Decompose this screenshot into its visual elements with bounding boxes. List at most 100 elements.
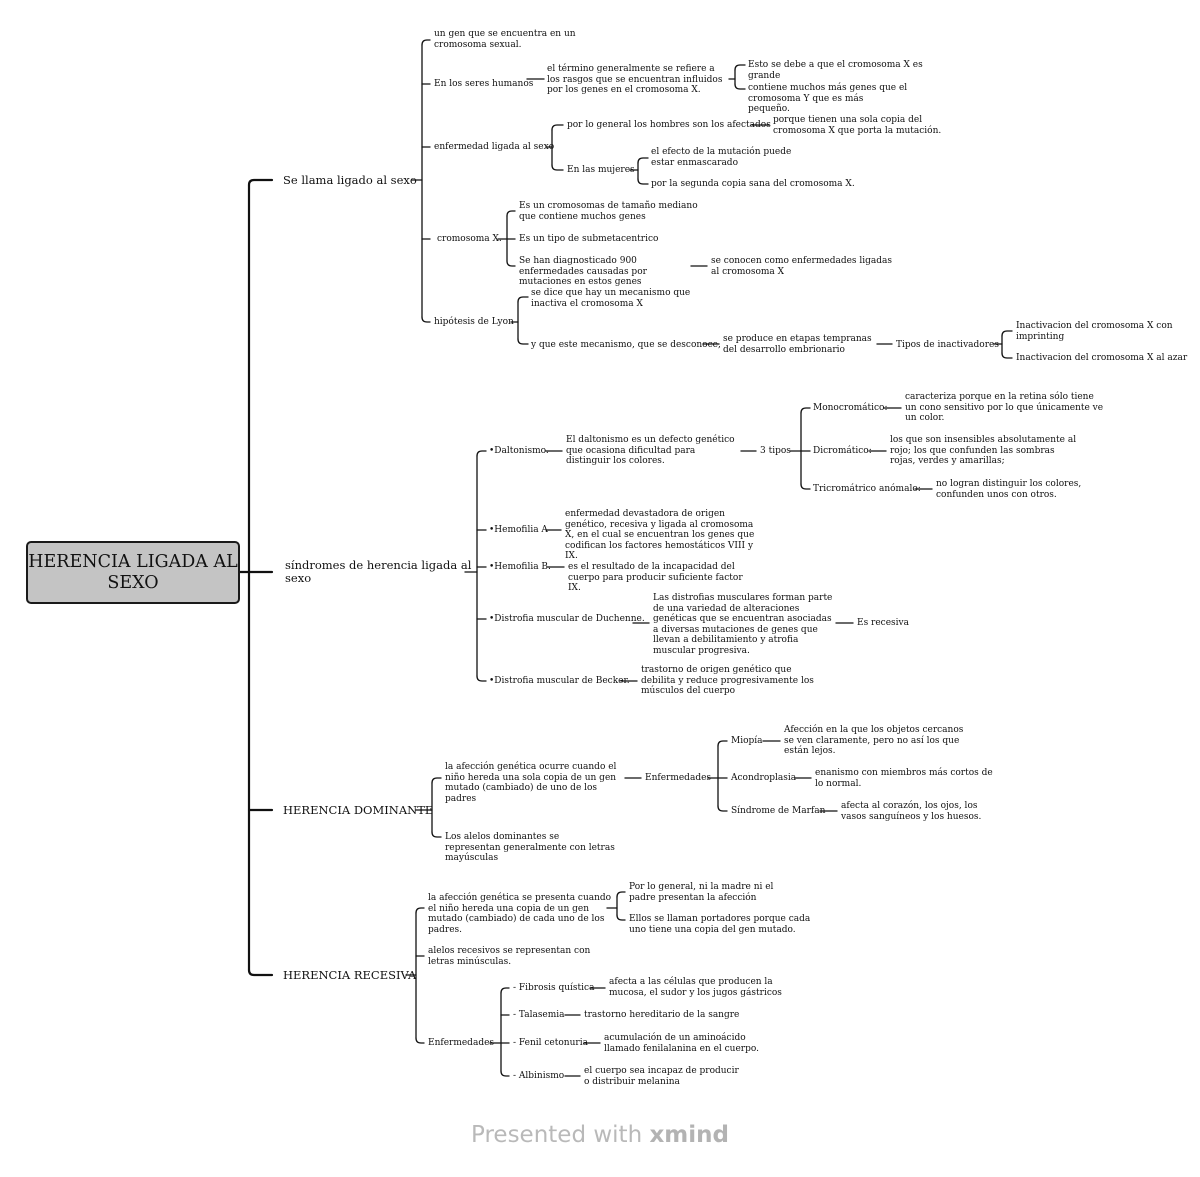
topic-hemofilia-b[interactable]: •Hemofilia B. [489,562,551,572]
topic-miopia[interactable]: Miopía [731,736,763,746]
connector-line [247,968,274,977]
topic-madre-padre[interactable]: Por lo general, ni la madre ni el padre … [629,882,774,903]
topic-talasemia[interactable]: - Talasemia [513,1010,565,1020]
connector-line [421,39,431,46]
topic-hemofilia-a[interactable]: •Hemofilia A [489,525,548,535]
topic-segunda-copia[interactable]: por la segunda copia sana del cromosoma … [651,179,855,189]
topic-portadores[interactable]: Ellos se llaman portadores porque cada u… [629,914,811,935]
topic-fibrosis-def[interactable]: afecta a las células que producen la muc… [609,977,782,998]
topic-monocromatico[interactable]: Monocromático: [813,403,888,413]
topic-tricromatico[interactable]: Tricromátrico anómalo: [813,484,921,494]
xmind-watermark: Presented with xmind [0,1122,1200,1148]
topic-es-recesiva[interactable]: Es recesiva [857,618,909,628]
topic-dalt-def[interactable]: El daltonismo es un defecto genético que… [566,435,735,466]
connector-line [616,891,626,898]
connector-line [506,260,516,267]
topic-tamano[interactable]: Es un cromosomas de tamaño mediano que c… [519,201,698,222]
topic-marfan[interactable]: Síndrome de Marfan [731,806,826,816]
topic-duchenne[interactable]: •Distrofia muscular de Duchenne. [489,614,645,624]
topic-dominante[interactable]: HERENCIA DOMINANTE [283,803,434,817]
connector-line [517,338,529,345]
topic-dicromatico[interactable]: Dicromático: [813,446,872,456]
topic-enfermedad[interactable]: enfermedad ligada al sexo [434,142,555,152]
topic-daltonismo[interactable]: •Daltonismo. [489,446,549,456]
topic-fenil[interactable]: - Fenil cetonuria [513,1038,588,1048]
topic-rec-enfermedades[interactable]: Enfermedades [428,1038,495,1048]
connector-line [431,831,442,838]
topic-tipos-inactivadores[interactable]: Tipos de inactivadores [896,340,999,350]
topic-fibrosis[interactable]: - Fibrosis quística [513,983,595,993]
root-topic[interactable]: HERENCIA LIGADA AL SEXO [26,541,240,604]
connector-line [517,296,529,303]
topic-humanos[interactable]: En los seres humanos [434,79,534,89]
topic-duchenne-def[interactable]: Las distrofias musculares forman parte d… [653,593,833,656]
topic-becker-def[interactable]: trastorno de origen genético que debilit… [641,665,814,696]
topic-marfan-def[interactable]: afecta al corazón, los ojos, los vasos s… [841,801,982,822]
topic-tricro-def[interactable]: no logran distinguir los colores, confun… [936,479,1082,500]
topic-sindromes[interactable]: síndromes de herencia ligada al sexo [285,558,472,585]
connector-line [415,907,425,914]
topic-rec-alelos[interactable]: alelos recesivos se representan con letr… [428,946,591,967]
connector-line [734,83,746,90]
connector-line [717,740,728,747]
topic-hemo-b-def[interactable]: es el resultado de la incapacidad del cu… [568,562,743,593]
topic-dom-afeccion[interactable]: la afección genética ocurre cuando el ni… [445,762,617,804]
topic-grande[interactable]: Esto se debe a que el cromosoma X es gra… [748,60,923,81]
topic-acondro-def[interactable]: enanismo con miembros más cortos de lo n… [815,768,993,789]
connector-line [551,164,564,171]
connector-line [551,124,564,131]
topic-albinismo-def[interactable]: el cuerpo sea incapaz de producir o dist… [584,1066,739,1087]
topic-una-copia[interactable]: porque tienen una sola copia del cromoso… [773,115,942,136]
connector-line [800,407,811,414]
topic-dicro-def[interactable]: los que son insensibles absolutamente al… [890,435,1077,466]
topic-talasemia-def[interactable]: trastorno hereditario de la sangre [584,1010,740,1020]
topic-diagnosticado[interactable]: Se han diagnosticado 900 enfermedades ca… [519,256,647,287]
connector-line [431,777,442,784]
topic-muchos-genes[interactable]: contiene muchos más genes que el cromoso… [748,83,908,114]
connector-line [717,805,728,812]
topic-azar[interactable]: Inactivacion del cromosoma X al azar [1016,353,1188,363]
topic-enmascarado[interactable]: el efecto de la mutación puede estar enm… [651,147,792,168]
topic-mujeres[interactable]: En las mujeres [567,165,635,175]
connector-line [476,675,487,682]
connector-line [1001,330,1013,337]
topic-becker[interactable]: •Distrofia muscular de Becker. [489,676,630,686]
topic-miopia-def[interactable]: Afección en la que los objetos cercanos … [784,725,964,756]
topic-etapas[interactable]: se produce en etapas tempranas del desar… [723,334,872,355]
connector-line [616,914,626,921]
topic-tres-tipos[interactable]: 3 tipos [760,446,791,456]
connector-line [500,987,510,994]
connector-line [637,157,649,164]
topic-recesiva[interactable]: HERENCIA RECESIVA [283,968,417,982]
topic-hemo-a-def[interactable]: enfermedad devastadora de origen genétic… [565,509,755,561]
connector-line [247,178,274,187]
topic-dom-alelos[interactable]: Los alelos dominantes se representan gen… [445,832,615,863]
topic-lyon[interactable]: hipótesis de Lyon [434,317,514,327]
topic-acondroplasia[interactable]: Acondroplasia [731,773,797,783]
topic-hombres[interactable]: por lo general los hombres son los afect… [567,120,771,130]
topic-ligado[interactable]: Se llama ligado al sexo [283,173,417,187]
topic-albinismo[interactable]: - Albinismo [513,1071,565,1081]
topic-imprinting[interactable]: Inactivacion del cromosoma X con imprint… [1016,321,1173,342]
topic-submeta[interactable]: Es un tipo de submetacentrico [519,234,659,244]
topic-termino[interactable]: el término generalmente se refiere a los… [547,64,723,95]
topic-gen[interactable]: un gen que se encuentra en un cromosoma … [434,29,576,50]
topic-mono-def[interactable]: caracteriza porque en la retina sólo tie… [905,392,1104,423]
connector-line [1001,352,1013,359]
connector-line [421,316,431,323]
topic-cromosoma-x[interactable]: cromosoma X. [437,234,502,244]
topic-desconoce[interactable]: y que este mecanismo, que se desconoce, [531,340,721,350]
topic-mecanismo[interactable]: se dice que hay un mecanismo que inactiv… [531,288,691,309]
topic-fenil-def[interactable]: acumulación de un aminoácido llamado fen… [604,1033,759,1054]
topic-rec-afeccion[interactable]: la afección genética se presenta cuando … [428,893,612,935]
connector-line [800,483,811,490]
connector-line [637,178,649,185]
topic-conocen[interactable]: se conocen como enfermedades ligadas al … [711,256,893,277]
connector-line [734,64,746,71]
connector-line [415,1037,425,1044]
watermark-brand: xmind [649,1122,729,1148]
topic-dom-enfermedades[interactable]: Enfermedades [645,773,712,783]
connector-line [500,1070,510,1077]
